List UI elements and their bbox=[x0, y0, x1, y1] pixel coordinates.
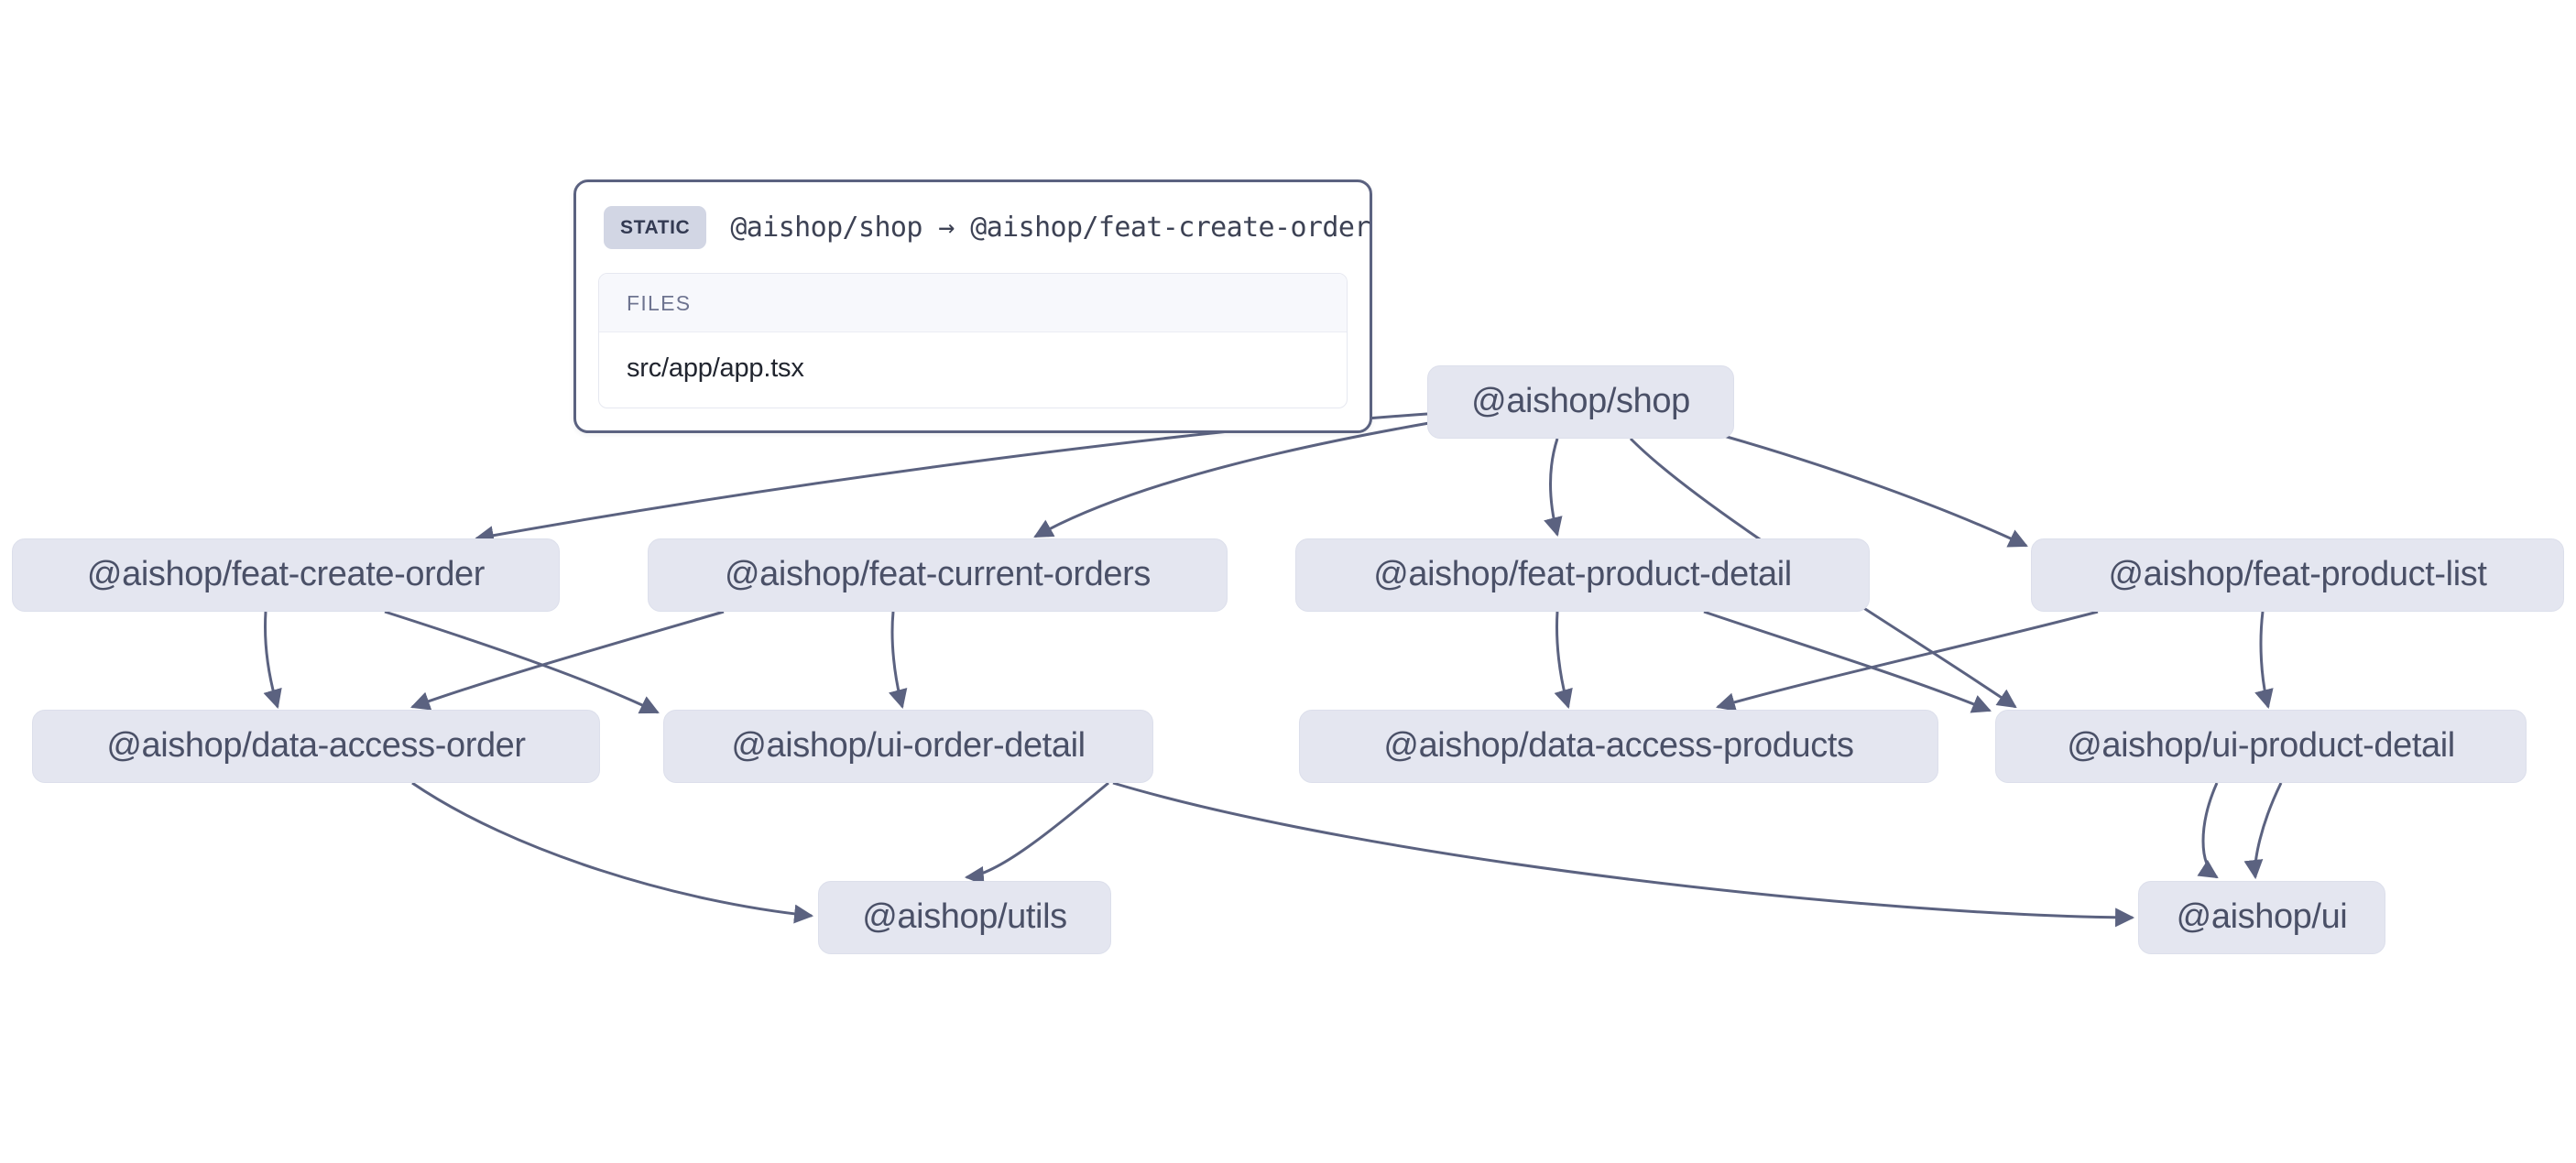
graph-node-label: @aishop/data-access-products bbox=[1383, 726, 1854, 765]
graph-node-label: @aishop/data-access-order bbox=[106, 726, 526, 765]
graph-node-data-access-products[interactable]: @aishop/data-access-products bbox=[1299, 710, 1938, 783]
graph-node-label: @aishop/ui bbox=[2176, 897, 2348, 936]
edge-feat-product-detail-to-data-access-products bbox=[1554, 611, 1573, 710]
files-list: src/app/app.tsx bbox=[599, 332, 1347, 408]
graph-node-label: @aishop/feat-product-list bbox=[2108, 555, 2487, 593]
edge-shop-to-feat-current-orders bbox=[1033, 421, 1430, 538]
graph-node-feat-product-list[interactable]: @aishop/feat-product-list bbox=[2031, 538, 2564, 612]
edge-data-access-products-to-utils bbox=[964, 781, 1109, 886]
edge-ui-product-detail-to-ui bbox=[2197, 782, 2219, 879]
file-row[interactable]: src/app/app.tsx bbox=[627, 353, 804, 383]
graph-node-feat-current-orders[interactable]: @aishop/feat-current-orders bbox=[648, 538, 1228, 612]
edge-feat-current-orders-to-data-access-order bbox=[410, 610, 725, 711]
tooltip-header: STATIC @aishop/shop → @aishop/feat-creat… bbox=[598, 202, 1370, 249]
edge-data-access-order-to-utils bbox=[411, 781, 814, 924]
edge-feat-product-list-to-ui-product-detail bbox=[2254, 611, 2274, 710]
edge-shop-to-feat-product-detail bbox=[1544, 438, 1563, 538]
graph-node-label: @aishop/shop bbox=[1471, 382, 1690, 420]
edge-feat-product-detail-to-ui-product-detail bbox=[1703, 610, 1992, 713]
edge-feat-current-orders-to-ui-order-detail bbox=[889, 611, 908, 710]
graph-node-label: @aishop/feat-current-orders bbox=[725, 555, 1151, 593]
graph-node-data-access-order[interactable]: @aishop/data-access-order bbox=[32, 710, 600, 783]
graph-node-ui-product-detail[interactable]: @aishop/ui-product-detail bbox=[1995, 710, 2527, 783]
edge-shop-to-feat-product-list bbox=[1703, 429, 2028, 548]
edge-detail-tooltip[interactable]: STATIC @aishop/shop → @aishop/feat-creat… bbox=[573, 179, 1372, 433]
graph-node-feat-create-order[interactable]: @aishop/feat-create-order bbox=[12, 538, 560, 612]
edge-feat-product-list-to-data-access-products bbox=[1715, 610, 2099, 712]
graph-node-label: @aishop/feat-create-order bbox=[86, 555, 486, 593]
graph-node-label: @aishop/feat-product-detail bbox=[1373, 555, 1792, 593]
static-badge: STATIC bbox=[604, 206, 707, 249]
graph-node-feat-product-detail[interactable]: @aishop/feat-product-detail bbox=[1295, 538, 1870, 612]
edge-ui-order-detail-to-ui bbox=[1112, 781, 2135, 928]
graph-node-utils[interactable]: @aishop/utils bbox=[818, 881, 1111, 954]
graph-node-label: @aishop/ui-product-detail bbox=[2067, 726, 2455, 765]
tooltip-title: @aishop/shop → @aishop/feat-create-order bbox=[730, 212, 1370, 244]
edge-feat-create-order-to-ui-order-detail bbox=[384, 610, 660, 714]
graph-node-label: @aishop/ui-order-detail bbox=[731, 726, 1086, 765]
files-panel: FILES src/app/app.tsx bbox=[598, 273, 1348, 408]
graph-node-label: @aishop/utils bbox=[862, 897, 1067, 936]
files-header-label: FILES bbox=[599, 274, 1347, 332]
edge-ui-product-detail-to-ui-2 bbox=[2243, 782, 2283, 880]
edge-feat-create-order-to-data-access-order bbox=[263, 611, 282, 710]
graph-node-ui[interactable]: @aishop/ui bbox=[2138, 881, 2385, 954]
graph-node-shop[interactable]: @aishop/shop bbox=[1427, 365, 1734, 439]
graph-node-ui-order-detail[interactable]: @aishop/ui-order-detail bbox=[663, 710, 1153, 783]
